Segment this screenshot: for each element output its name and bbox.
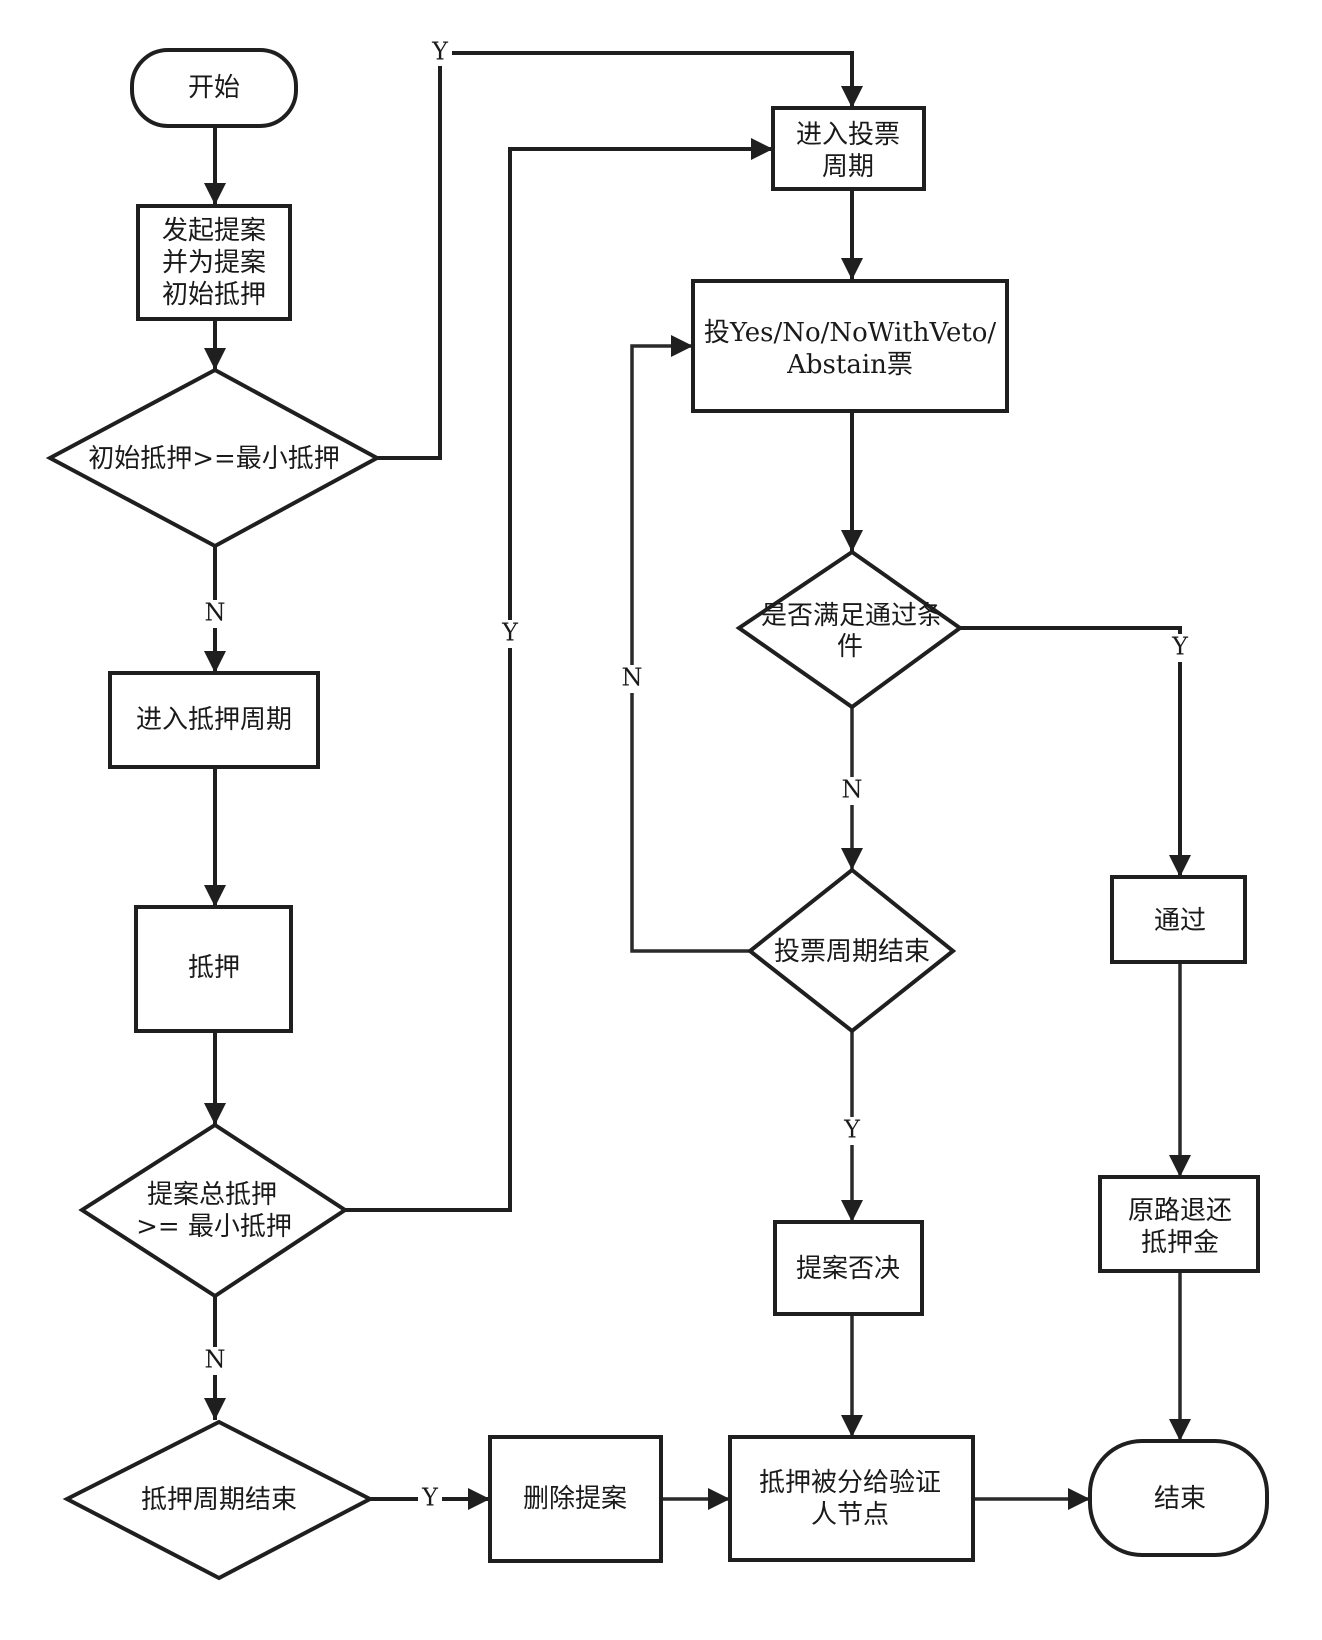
label-total-yes: Y [501,619,519,647]
check-total-deposit-diamond [78,1122,349,1299]
vote-line-1: 投Yes/No/NoWithVeto/ [704,318,997,348]
edge-labels: Y N Y N Y Y N N Y [203,38,1192,1513]
edge-voting-end-no [630,335,750,953]
refund-deposit-box [1098,1175,1260,1273]
distribute-line-2: 人节点 [811,1500,889,1530]
check-pass-line-1: 是否满足通过条 [761,601,943,631]
deposit-box [134,905,293,1033]
edge-check-total-yes [345,138,773,1212]
initiate-line-3: 初始抵押 [162,280,266,310]
check-pass-conditions-diamond [735,549,964,710]
nodes: 开始 发起提案 并为提案 初始抵押 初始抵押>=最小抵押 进入抵押周期 抵押 提… [45,48,1269,1581]
initiate-proposal-box [136,204,292,321]
voting-period-box [771,106,926,191]
edge-check-pass-yes [960,626,1191,877]
edges [204,51,1191,1510]
deposit-end-label: 抵押周期结束 [141,1485,297,1515]
deposit-label: 抵押 [188,953,240,983]
check-initial-label: 初始抵押>=最小抵押 [88,444,340,474]
label-total-no: N [205,1346,226,1374]
passed-box [1110,875,1247,964]
distribute-line-1: 抵押被分给验证 [759,1468,941,1498]
voting-period-end-diamond [746,867,957,1034]
start-terminal [130,48,298,128]
refund-line-2: 抵押金 [1141,1228,1219,1258]
label-deposit-end-yes: Y [421,1484,439,1512]
voting-period-line-2: 周期 [822,152,874,182]
deposit-distributed-box [728,1435,975,1562]
voting-period-line-1: 进入投票 [796,120,900,150]
vote-box [691,279,1009,413]
label-voting-end-yes: Y [843,1116,861,1144]
label-voting-end-no: N [622,664,643,692]
label-pass-yes: Y [1171,633,1189,661]
vote-line-2: Abstain票 [786,350,913,380]
delete-label: 删除提案 [523,1484,627,1514]
proposal-rejected-box [773,1220,924,1316]
deposit-period-box [108,671,320,769]
passed-label: 通过 [1154,906,1206,936]
rejected-label: 提案否决 [796,1254,900,1284]
label-initial-yes: Y [431,38,449,66]
check-initial-deposit-diamond [45,367,382,549]
deposit-period-label: 进入抵押周期 [136,705,292,735]
initiate-line-1: 发起提案 [162,216,266,246]
check-pass-line-2: 件 [837,632,863,662]
deposit-period-end-diamond [62,1419,375,1581]
label-pass-no: N [842,776,863,804]
voting-end-label: 投票周期结束 [774,937,930,967]
label-initial-no: N [205,599,226,627]
start-label: 开始 [188,73,240,103]
initiate-line-2: 并为提案 [162,248,266,278]
delete-proposal-box [488,1435,663,1563]
check-total-line-2: >= 最小抵押 [136,1212,292,1242]
check-total-line-1: 提案总抵押 [147,1180,277,1210]
end-label: 结束 [1154,1484,1206,1514]
end-terminal [1088,1439,1269,1557]
refund-line-1: 原路退还 [1128,1196,1232,1226]
